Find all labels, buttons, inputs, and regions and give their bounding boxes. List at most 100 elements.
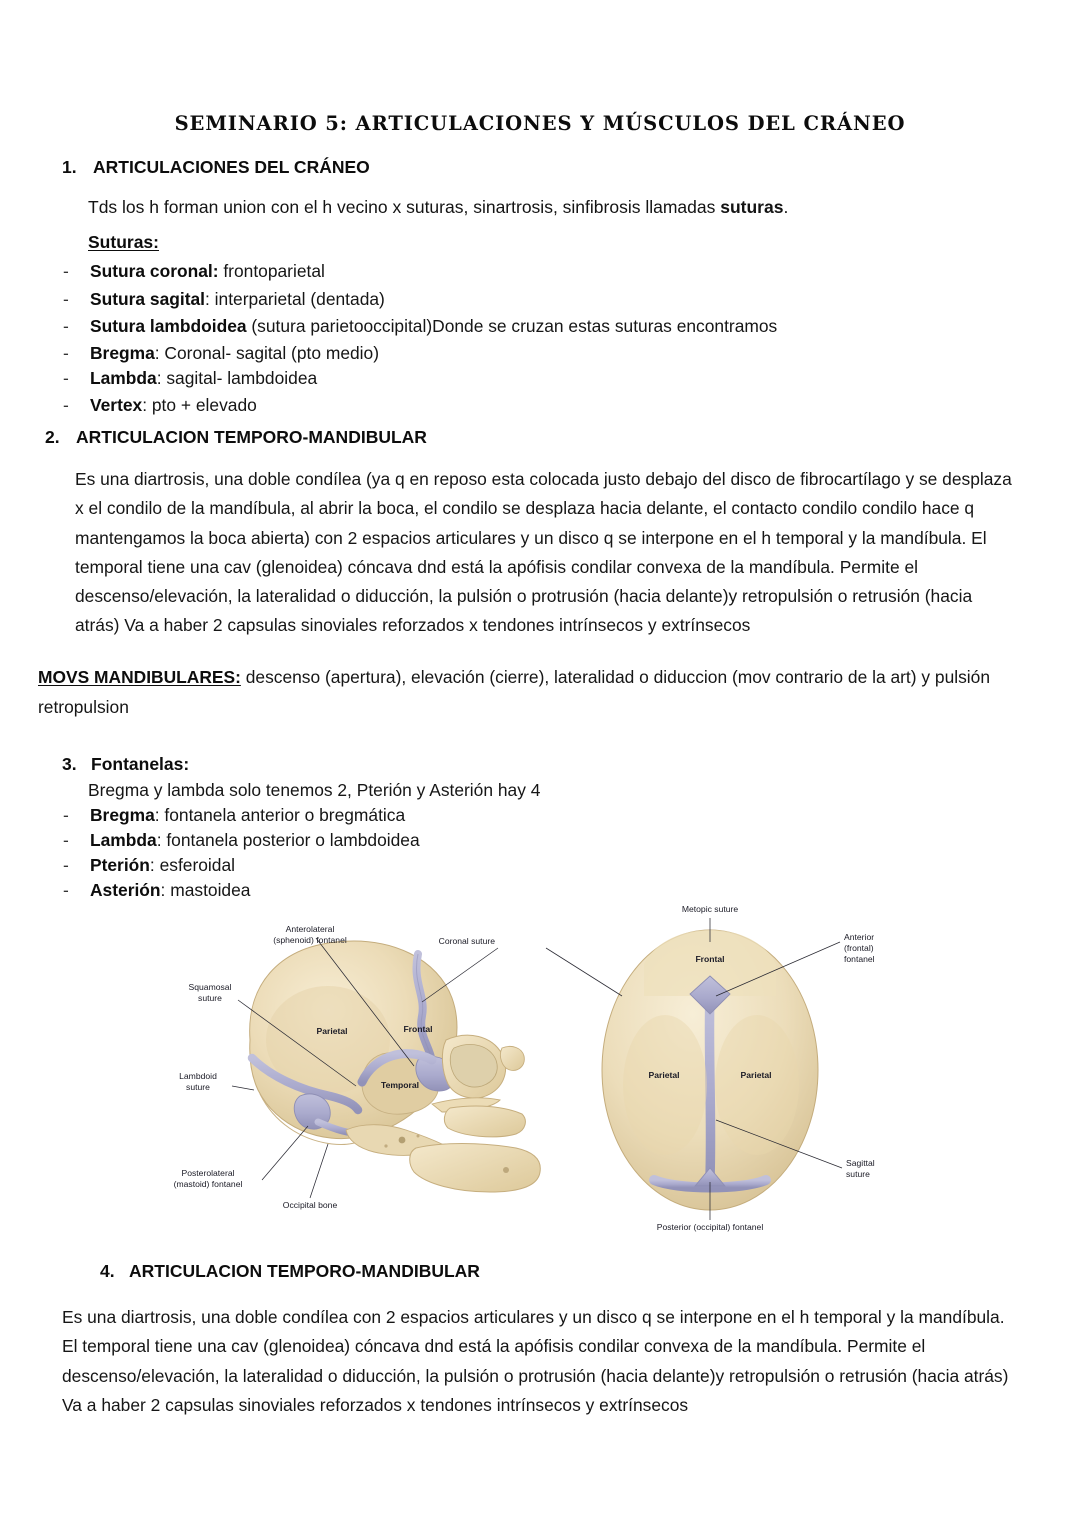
list-item-term: Sutura sagital bbox=[90, 288, 206, 309]
leader-posterolateral-fontanel bbox=[261, 1125, 309, 1181]
callout-anterolateral-line2: (sphenoid) fontanel bbox=[273, 935, 347, 945]
list-item: -Lambda: sagital- lambdoidea bbox=[63, 365, 1023, 393]
dash-bullet-icon: - bbox=[63, 880, 69, 900]
dash-bullet-icon: - bbox=[63, 261, 69, 281]
list-item-rest: : pto + elevado bbox=[142, 395, 257, 416]
sagittal-suture bbox=[704, 989, 716, 1183]
lateral-label-temporal: Temporal bbox=[381, 1080, 419, 1090]
list-item-rest: : interparietal (dentada) bbox=[205, 288, 385, 309]
callout-lambdoid-line1: Lambdoid bbox=[179, 1071, 217, 1081]
callout-lambdoid-line2: suture bbox=[186, 1082, 210, 1092]
list-item: - Sutura coronal: frontoparietal bbox=[63, 258, 1023, 286]
external-acoustic-meatus bbox=[398, 1136, 406, 1144]
superior-label-frontal: Frontal bbox=[695, 954, 724, 964]
callout-anterior-line3: fontanel bbox=[844, 954, 875, 964]
orbital-cavity bbox=[449, 1044, 498, 1088]
leader-occipital-bone bbox=[309, 1143, 329, 1199]
list-item: -Sutura lambdoidea (sutura parietooccipi… bbox=[63, 313, 1023, 341]
list-item-rest: : mastoidea bbox=[160, 880, 251, 900]
mental-foramen bbox=[503, 1167, 509, 1173]
section-1-intro-tail: . bbox=[783, 197, 789, 217]
movs-label: MOVS MANDIBULARES: bbox=[38, 667, 241, 687]
section-4-paragraph: Es una diartrosis, una doble condílea co… bbox=[62, 1307, 1009, 1415]
callout-metopic-suture: Metopic suture bbox=[682, 904, 739, 914]
section-4-number: 4. bbox=[100, 1261, 115, 1281]
list-item-term: Asterión bbox=[90, 880, 161, 900]
callout-anterior-line2: (frontal) bbox=[844, 943, 874, 953]
section-3-number: 3. bbox=[62, 754, 77, 774]
nasal-bone bbox=[499, 1045, 525, 1071]
suturas-list: -Sutura coronal: frontoparietal -Sutura … bbox=[63, 258, 1023, 420]
list-item-term: Lambda bbox=[90, 367, 157, 388]
callout-posterolateral-line1: Posterolateral bbox=[181, 1168, 234, 1178]
list-item: - Asterión: mastoidea bbox=[63, 878, 963, 903]
section-2-number: 2. bbox=[45, 427, 60, 447]
list-item-term: Lambda bbox=[90, 830, 157, 850]
list-item: -Vertex: pto + elevado bbox=[63, 392, 1023, 420]
superior-label-parietal-left: Parietal bbox=[648, 1070, 679, 1080]
callout-posterior-fontanel: Posterior (occipital) fontanel bbox=[657, 1222, 764, 1232]
dash-bullet-icon: - bbox=[63, 805, 69, 825]
fontanelas-list: - Bregma: fontanela anterior o bregmática… bbox=[63, 803, 963, 903]
dash-bullet-icon: - bbox=[63, 830, 69, 850]
callout-squamosal-line2: suture bbox=[198, 993, 222, 1003]
callout-posterolateral-line2: (mastoid) fontanel bbox=[174, 1179, 243, 1189]
leader-lambdoid-suture bbox=[231, 1085, 255, 1091]
section-1-heading: 1. ARTICULACIONES DEL CRÁNEO bbox=[62, 155, 370, 179]
leader-anterior-fontanel bbox=[715, 941, 841, 997]
lambdoid-suture bbox=[247, 1053, 363, 1115]
list-item: -Sutura sagital: interparietal (dentada) bbox=[63, 286, 1023, 314]
section-2-heading: 2. ARTICULACION TEMPORO-MANDIBULAR bbox=[45, 425, 427, 449]
section-1-label: ARTICULACIONES DEL CRÁNEO bbox=[93, 157, 370, 177]
list-item-rest: frontoparietal bbox=[218, 261, 325, 281]
superior-label-parietal-right: Parietal bbox=[740, 1070, 771, 1080]
dash-bullet-icon: - bbox=[63, 288, 69, 309]
list-item-term: Sutura lambdoidea bbox=[90, 316, 247, 337]
fontanelas-subline: Bregma y lambda solo tenemos 2, Pterión … bbox=[88, 780, 541, 800]
callout-squamosal-line1: Squamosal bbox=[189, 982, 232, 992]
mandible bbox=[409, 1143, 541, 1193]
lateral-label-frontal: Frontal bbox=[403, 1024, 432, 1034]
list-item-term: Bregma bbox=[90, 805, 155, 825]
parietal-shading bbox=[266, 986, 390, 1094]
callout-sagittal-line1: Sagittal bbox=[846, 1158, 875, 1168]
list-item-rest: : sagital- lambdoidea bbox=[156, 367, 318, 388]
section-2-label: ARTICULACION TEMPORO-MANDIBULAR bbox=[76, 427, 427, 447]
lateral-label-parietal: Parietal bbox=[316, 1026, 347, 1036]
list-item-term: Vertex bbox=[90, 395, 143, 416]
list-item-term: Sutura coronal: bbox=[90, 261, 219, 281]
leader-coronal-suture-superior bbox=[545, 947, 623, 997]
leader-squamosal-suture bbox=[237, 999, 357, 1087]
list-item-rest: : esferoidal bbox=[149, 855, 235, 875]
callout-anterior-line1: Anterior bbox=[844, 932, 874, 942]
dash-bullet-icon: - bbox=[63, 395, 69, 416]
callout-anterolateral-line1: Anterolateral bbox=[286, 924, 335, 934]
suturas-list-title: Suturas: bbox=[88, 232, 159, 252]
list-item-term: Pterión bbox=[90, 855, 150, 875]
list-item-rest: : Coronal- sagital (pto medio) bbox=[154, 342, 380, 363]
callout-occipital-bone: Occipital bone bbox=[283, 1200, 338, 1210]
leader-sagittal-suture bbox=[715, 1119, 843, 1169]
section-4-heading: 4. ARTICULACION TEMPORO-MANDIBULAR bbox=[100, 1259, 480, 1283]
section-4-label: ARTICULACION TEMPORO-MANDIBULAR bbox=[129, 1261, 480, 1281]
list-item-rest: (sutura parietooccipital)Donde se cruzan… bbox=[246, 316, 778, 337]
section-1-number: 1. bbox=[62, 157, 77, 177]
list-item: - Bregma: fontanela anterior o bregmática bbox=[63, 803, 963, 828]
section-1-intro-bold: suturas bbox=[720, 197, 784, 217]
list-item-term: Bregma bbox=[90, 342, 155, 363]
section-1-intro-text: Tds los h forman union con el h vecino x… bbox=[88, 197, 721, 217]
list-item: -Pterión: esferoidal bbox=[63, 853, 963, 878]
list-item-rest: : fontanela posterior o lambdoidea bbox=[156, 830, 420, 850]
foramen-detail bbox=[384, 1144, 388, 1148]
section-2-paragraph: Es una diartrosis, una doble condílea (y… bbox=[75, 469, 1012, 636]
right-parietal-shading bbox=[715, 1015, 799, 1155]
coronal-suture-edge bbox=[416, 953, 433, 1063]
list-item-rest: : fontanela anterior o bregmática bbox=[154, 805, 406, 825]
movs-mandibulares-block: MOVS MANDIBULARES: descenso (apertura), … bbox=[38, 663, 1023, 722]
dash-bullet-icon: - bbox=[63, 367, 69, 388]
section-3-label: Fontanelas: bbox=[91, 754, 190, 774]
maxilla bbox=[443, 1105, 526, 1138]
callout-coronal-suture: Coronal suture bbox=[439, 936, 496, 946]
page-title: SEMINARIO 5: ARTICULACIONES Y MÚSCULOS D… bbox=[174, 112, 906, 135]
